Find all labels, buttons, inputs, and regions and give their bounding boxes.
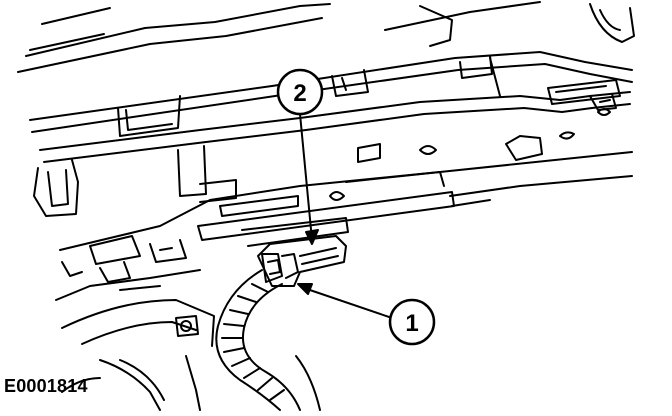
callout-1-leader — [303, 287, 393, 319]
upper-rail — [29, 51, 633, 137]
callout-2-arrowhead — [305, 229, 319, 245]
lower-housing — [61, 299, 215, 411]
figure-id: E0001814 — [4, 376, 88, 396]
callout-2-leader — [299, 113, 313, 241]
lower-frame — [55, 151, 633, 301]
callout-1-number: 1 — [405, 310, 418, 337]
callout-2-number: 2 — [293, 80, 306, 107]
middle-rail — [33, 91, 631, 217]
wiring-harness — [215, 269, 321, 411]
upper-frame-strips — [17, 1, 635, 73]
callout-1: 1 — [388, 298, 436, 346]
callout-1-arrowhead — [297, 283, 313, 295]
callout-2: 2 — [276, 68, 324, 116]
connector — [257, 235, 347, 287]
